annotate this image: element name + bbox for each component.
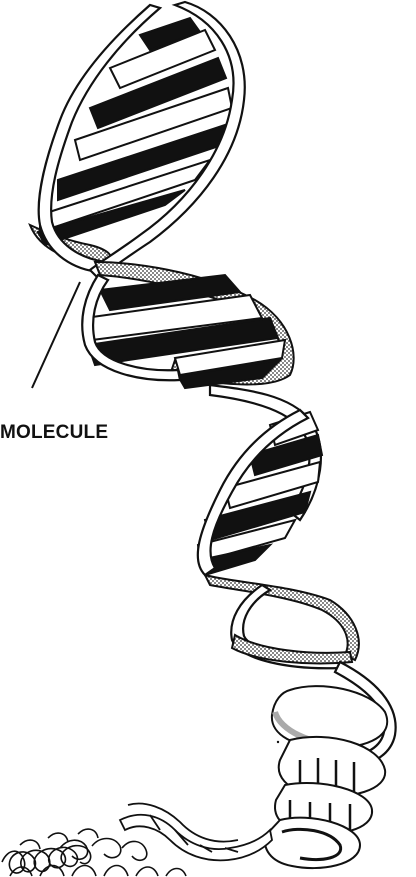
twisted-strand (120, 804, 272, 861)
helix-turn-1 (30, 2, 245, 278)
backbone-ribbon-back (205, 575, 359, 660)
speck (277, 741, 279, 743)
label-leader-line (32, 282, 80, 388)
chromatin-coil (2, 829, 186, 876)
helix-coils (265, 686, 387, 868)
helix-turn-3 (198, 410, 359, 660)
backbone-ribbon-back (232, 635, 352, 663)
molecule-label: MOLECULE (0, 422, 108, 444)
